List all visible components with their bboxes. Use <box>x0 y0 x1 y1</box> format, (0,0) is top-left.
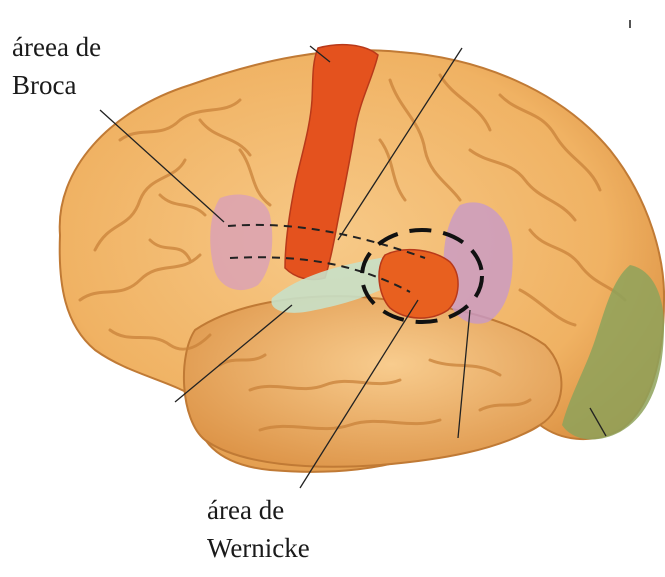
broca-label-line2: Broca <box>12 66 101 104</box>
wernicke-label-line1: área de <box>207 491 310 529</box>
broca-label: áreea de Broca <box>12 28 101 104</box>
wernicke-label: área de Wernicke <box>207 491 310 567</box>
corner-mark <box>629 20 631 28</box>
broca-label-line1: áreea de <box>12 28 101 66</box>
wernicke-label-line2: Wernicke <box>207 529 310 567</box>
wernicke-area <box>379 250 458 318</box>
broca-area <box>210 195 272 291</box>
